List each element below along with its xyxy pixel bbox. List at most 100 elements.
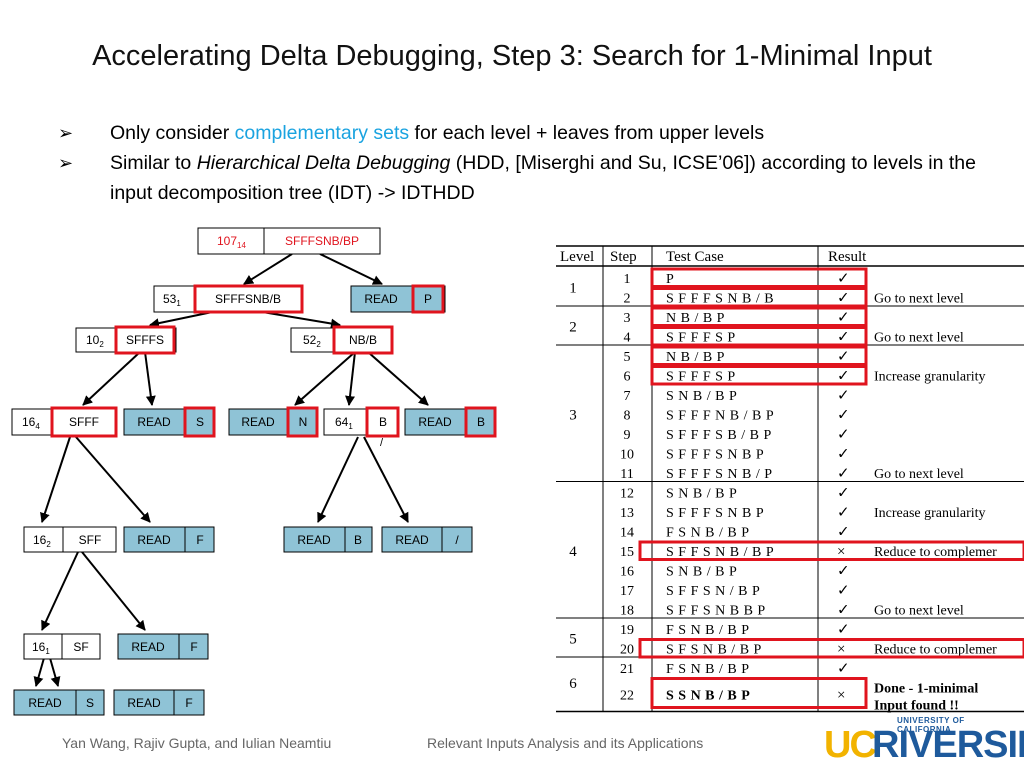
read-label: READ: [241, 415, 275, 429]
check-icon: ✓: [837, 408, 850, 424]
step-cell: 3: [624, 311, 631, 326]
header-result: Result: [828, 249, 867, 265]
test-case-cell: S F F F S B / B P: [666, 428, 772, 443]
step-cell: 9: [624, 428, 631, 443]
logo-uc-text: UC: [824, 724, 877, 766]
step-cell: 18: [620, 604, 634, 619]
table-grid: [556, 245, 1024, 713]
test-case-cell: S N B / B P: [666, 389, 737, 404]
step-cell: 1: [624, 272, 631, 287]
check-icon: ✓: [837, 291, 850, 307]
bullet-2-text: Similar to: [110, 152, 197, 174]
svg-text:641: 641: [335, 415, 353, 431]
check-icon: ✓: [837, 486, 850, 502]
note-cell-2: Input found !!: [874, 699, 959, 714]
table-header: Level Step Test Case Result: [560, 249, 867, 265]
cross-icon: ×: [837, 688, 845, 704]
check-icon: ✓: [837, 564, 850, 580]
svg-text:164: 164: [22, 415, 40, 431]
tree-node-read-s-2: READ S: [13, 689, 105, 716]
note-cell: Reduce to complemer: [874, 643, 997, 658]
red-highlight-box: [638, 638, 1024, 659]
cross-icon: ×: [837, 544, 845, 560]
step-cell: 14: [620, 526, 634, 541]
step-cell: 10: [620, 448, 634, 463]
bullet-2-text-end: (HDD, [Miserghi and Su, ICSE’06]) accord…: [110, 152, 976, 204]
step-cell: 19: [620, 623, 634, 638]
step-cell: 5: [624, 350, 631, 365]
bullet-1-text-end: for each level + leaves from upper level…: [409, 122, 765, 144]
red-highlight-box: [650, 677, 868, 709]
test-case-cell: F S N B / B P: [666, 526, 750, 541]
svg-text:162: 162: [33, 533, 51, 549]
level-label: 6: [569, 676, 577, 692]
arrow-bullet-icon: ➢: [58, 153, 74, 173]
node-value: F: [196, 533, 203, 547]
note-cell: Go to next level: [874, 292, 964, 307]
test-case-cell: S F F F S N B / B: [666, 292, 774, 307]
bullet-list: ➢ Only consider complementary sets for e…: [58, 118, 998, 208]
test-case-cell: S S N B / B P: [666, 689, 750, 704]
footer-talk-title: Relevant Inputs Analysis and its Applica…: [427, 735, 704, 751]
tree-node-read-f-1: READ F: [123, 526, 215, 553]
read-label: READ: [364, 292, 398, 306]
test-case-cell: S N B / B P: [666, 565, 737, 580]
check-icon: ✓: [837, 271, 850, 287]
step-cell: 17: [620, 584, 634, 599]
node-value: B: [477, 415, 485, 429]
bullet-2-italic: Hierarchical Delta Debugging: [196, 152, 451, 174]
red-highlight-box: [638, 540, 1024, 561]
tree-node-read-slash: READ /: [381, 526, 473, 553]
check-icon: ✓: [837, 427, 850, 443]
arrow-bullet-icon: ➢: [58, 123, 74, 143]
node-value: B: [379, 415, 387, 429]
test-case-cell: S F F F S N B P: [666, 448, 764, 463]
check-icon: ✓: [837, 583, 850, 599]
node-value: F: [190, 640, 197, 654]
level-label: 5: [569, 632, 577, 648]
node-id: 52: [303, 333, 317, 347]
node-value: SFFFSNB/BP: [285, 234, 359, 248]
read-label: READ: [297, 533, 331, 547]
step-cell: 22: [620, 689, 634, 704]
step-cell: 6: [624, 370, 631, 385]
bullet-1-highlight: complementary sets: [234, 122, 410, 144]
tree-node-read-n: READ N: [228, 406, 319, 438]
node-id: 107: [217, 234, 237, 248]
tree-node-read-f-2: READ F: [117, 633, 209, 660]
header-test-case: Test Case: [666, 249, 724, 265]
node-id: 64: [335, 415, 349, 429]
logo-university-text: UNIVERSITY OF CALIFORNIA: [897, 716, 965, 734]
read-label: READ: [137, 415, 171, 429]
test-case-cell: F S N B / B P: [666, 623, 750, 638]
node-overflow: /: [380, 437, 384, 449]
tree-node-read-p: READ P: [350, 284, 446, 314]
read-label: READ: [127, 696, 161, 710]
bullet-item-1: ➢ Only consider complementary sets for e…: [58, 118, 998, 148]
node-value: SFF: [79, 533, 102, 547]
step-cell: 15: [620, 545, 634, 560]
slide-title: Accelerating Delta Debugging, Step 3: Se…: [92, 40, 932, 72]
tree-node-53: 531 SFFFSNB/B: [153, 284, 304, 314]
test-case-cell: S F F F S P: [666, 370, 736, 385]
test-case-cell: N B / B P: [666, 311, 725, 326]
step-cell: 7: [624, 389, 631, 404]
read-label: READ: [137, 533, 171, 547]
node-value: SFFFSNB/B: [215, 292, 281, 306]
note-cell: Go to next level: [874, 604, 964, 619]
level-label: 1: [569, 281, 577, 297]
step-cell: 20: [620, 643, 634, 658]
svg-text:161: 161: [32, 640, 50, 656]
